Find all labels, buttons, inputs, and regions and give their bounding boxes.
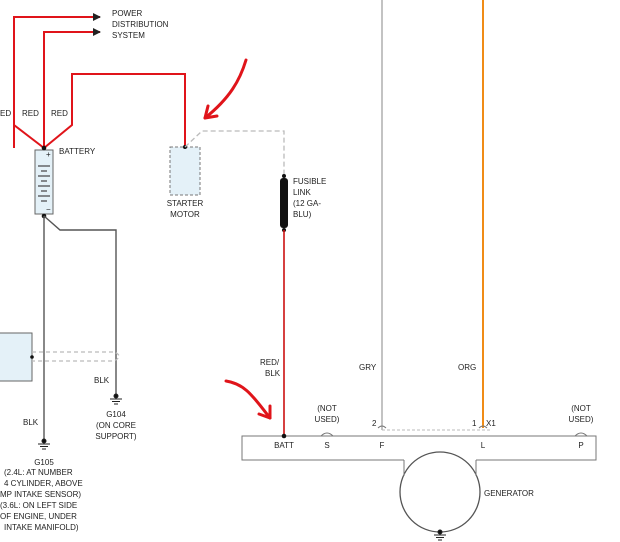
- terminal-f: F: [380, 441, 385, 450]
- connector-x1-label: X1: [486, 419, 496, 428]
- power-distribution-label: POWER DISTRIBUTION SYSTEM: [112, 9, 169, 40]
- g104-line-2: (ON CORE: [96, 421, 136, 430]
- g105-line-6: OF ENGINE, UNDER: [0, 512, 77, 521]
- starter-motor: [169, 145, 201, 196]
- g104-line-1: G104: [106, 410, 126, 419]
- terminal-p: P: [578, 441, 583, 450]
- fusible-link: [280, 174, 288, 232]
- ground-g104-icon: [110, 393, 122, 405]
- wire-label-red-mid: RED: [22, 109, 39, 118]
- wire-label-gry: GRY: [359, 363, 377, 372]
- not-used-p-line-2: USED): [569, 415, 594, 424]
- dashed-shield-link: [32, 351, 120, 362]
- not-used-s-label: (NOT USED): [315, 404, 340, 424]
- fusible-line-4: BLU): [293, 210, 312, 219]
- wire-label-blk-g105: BLK: [23, 418, 39, 427]
- annotation-arrow-starter: [203, 58, 248, 120]
- fusible-line-3: (12 GA-: [293, 199, 321, 208]
- wire-label-red-right: RED: [51, 109, 68, 118]
- terminal-batt: BATT: [274, 441, 294, 450]
- terminal-s: S: [324, 441, 329, 450]
- left-partial-component: [0, 332, 34, 382]
- red-blk-line-1: RED/: [260, 358, 280, 367]
- annotation-arrow-batt: [224, 379, 272, 420]
- generator-label: GENERATOR: [484, 489, 534, 498]
- g105-line-7: INTAKE MANIFOLD): [4, 523, 79, 532]
- terminal-l: L: [481, 441, 486, 450]
- generator-ground-icon: [434, 529, 446, 541]
- starter-line-1: STARTER: [167, 199, 204, 208]
- power-dist-line-2: DISTRIBUTION: [112, 20, 169, 29]
- not-used-s-line-2: USED): [315, 415, 340, 424]
- not-used-s-line-1: (NOT: [317, 404, 337, 413]
- generator: [399, 451, 481, 533]
- g105-line-2: (2.4L: AT NUMBER: [4, 468, 73, 477]
- starter-line-2: MOTOR: [170, 210, 200, 219]
- wire-label-blk-g104: BLK: [94, 376, 110, 385]
- g104-line-3: SUPPORT): [95, 432, 137, 441]
- g105-line-3: 4 CYLINDER, ABOVE: [4, 479, 83, 488]
- starter-motor-label: STARTER MOTOR: [167, 199, 204, 219]
- power-dist-line-3: SYSTEM: [112, 31, 145, 40]
- red-blk-label: RED/ BLK: [260, 358, 281, 378]
- wire-label-red-left: ED: [0, 109, 11, 118]
- battery-plus: +: [46, 150, 51, 159]
- not-used-p-label: (NOT USED): [569, 404, 594, 424]
- g105-line-4: MP INTAKE SENSOR): [0, 490, 81, 499]
- ground-g104-label: G104 (ON CORE SUPPORT): [95, 410, 137, 441]
- ground-g105-label: G105 (2.4L: AT NUMBER 4 CYLINDER, ABOVE …: [0, 458, 83, 532]
- ground-g105-icon: [38, 438, 50, 450]
- battery-minus: −: [46, 205, 51, 214]
- generator-terminals: BATT S F L P: [274, 441, 584, 450]
- pin-f-number: 2: [372, 419, 377, 428]
- fusible-link-label: FUSIBLE LINK (12 GA- BLU): [293, 177, 326, 219]
- dashed-wire-starter: [184, 130, 285, 176]
- red-wires-to-power-distribution: [13, 13, 186, 149]
- pin-l-number: 1: [472, 419, 477, 428]
- g105-line-5: (3.6L: ON LEFT SIDE: [0, 501, 77, 510]
- g105-line-1: G105: [34, 458, 54, 467]
- battery-label: BATTERY: [59, 147, 96, 156]
- battery: + −: [34, 145, 54, 219]
- battery-ground-wires: [43, 215, 117, 440]
- fusible-line-2: LINK: [293, 188, 311, 197]
- fusible-line-1: FUSIBLE: [293, 177, 326, 186]
- not-used-p-line-1: (NOT: [571, 404, 591, 413]
- wire-label-org: ORG: [458, 363, 476, 372]
- red-blk-line-2: BLK: [265, 369, 281, 378]
- generator-terminal-block: [241, 433, 597, 461]
- power-dist-line-1: POWER: [112, 9, 142, 18]
